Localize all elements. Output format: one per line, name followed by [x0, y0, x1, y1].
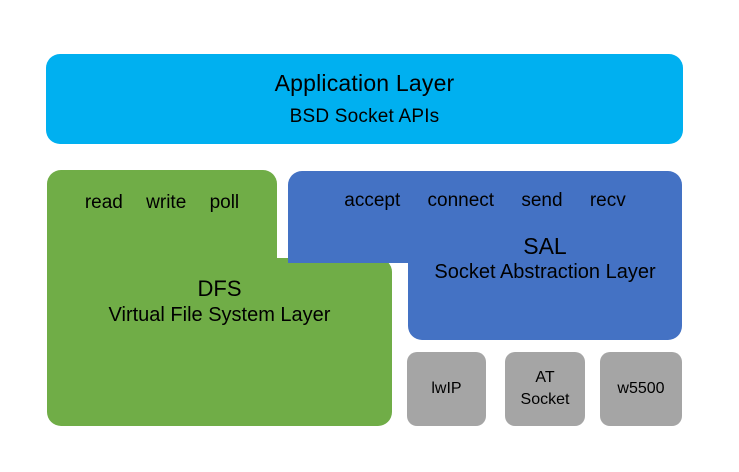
implementation-label-at-socket-line1: AT [535, 369, 555, 387]
application-layer-subtitle: BSD Socket APIs [289, 106, 440, 127]
sal-shape-lower-segment [408, 249, 682, 340]
dfs-shape-lower-segment [47, 258, 392, 426]
dfs-operations-row: read write poll [47, 192, 277, 214]
implementation-label-at-socket-line2: Socket [520, 391, 570, 408]
dfs-layer-box [47, 170, 392, 426]
sal-operation-send: send [521, 190, 563, 211]
sal-layer-title: SAL [523, 233, 567, 259]
sal-operation-recv: recv [589, 190, 626, 211]
implementation-box-at-socket: AT Socket [505, 352, 585, 426]
implementation-label-at-socket: AT Socket [521, 367, 570, 410]
dfs-operation-write: write [146, 192, 187, 213]
implementation-label-w5500: w5500 [617, 380, 665, 398]
application-layer-box: Application Layer BSD Socket APIs [46, 54, 683, 144]
dfs-layer-title: DFS [197, 276, 242, 301]
implementation-label-lwip: lwIP [431, 380, 462, 398]
sal-operation-connect: connect [427, 190, 495, 211]
sal-operations-row: accept connect send recv [298, 190, 672, 212]
dfs-layer-caption: DFS Virtual File System Layer [47, 276, 392, 328]
sal-layer-subtitle: Socket Abstraction Layer [434, 261, 656, 284]
sal-layer-box [288, 171, 682, 340]
implementation-box-w5500: w5500 [600, 352, 682, 426]
dfs-operation-poll: poll [209, 192, 240, 213]
sal-layer-caption: SAL Socket Abstraction Layer [408, 233, 682, 285]
dfs-layer-subtitle: Virtual File System Layer [108, 303, 331, 326]
dfs-operation-read: read [84, 192, 123, 213]
application-layer-title: Application Layer [274, 70, 455, 96]
implementation-box-lwip: lwIP [407, 352, 486, 426]
sal-operation-accept: accept [344, 190, 401, 211]
